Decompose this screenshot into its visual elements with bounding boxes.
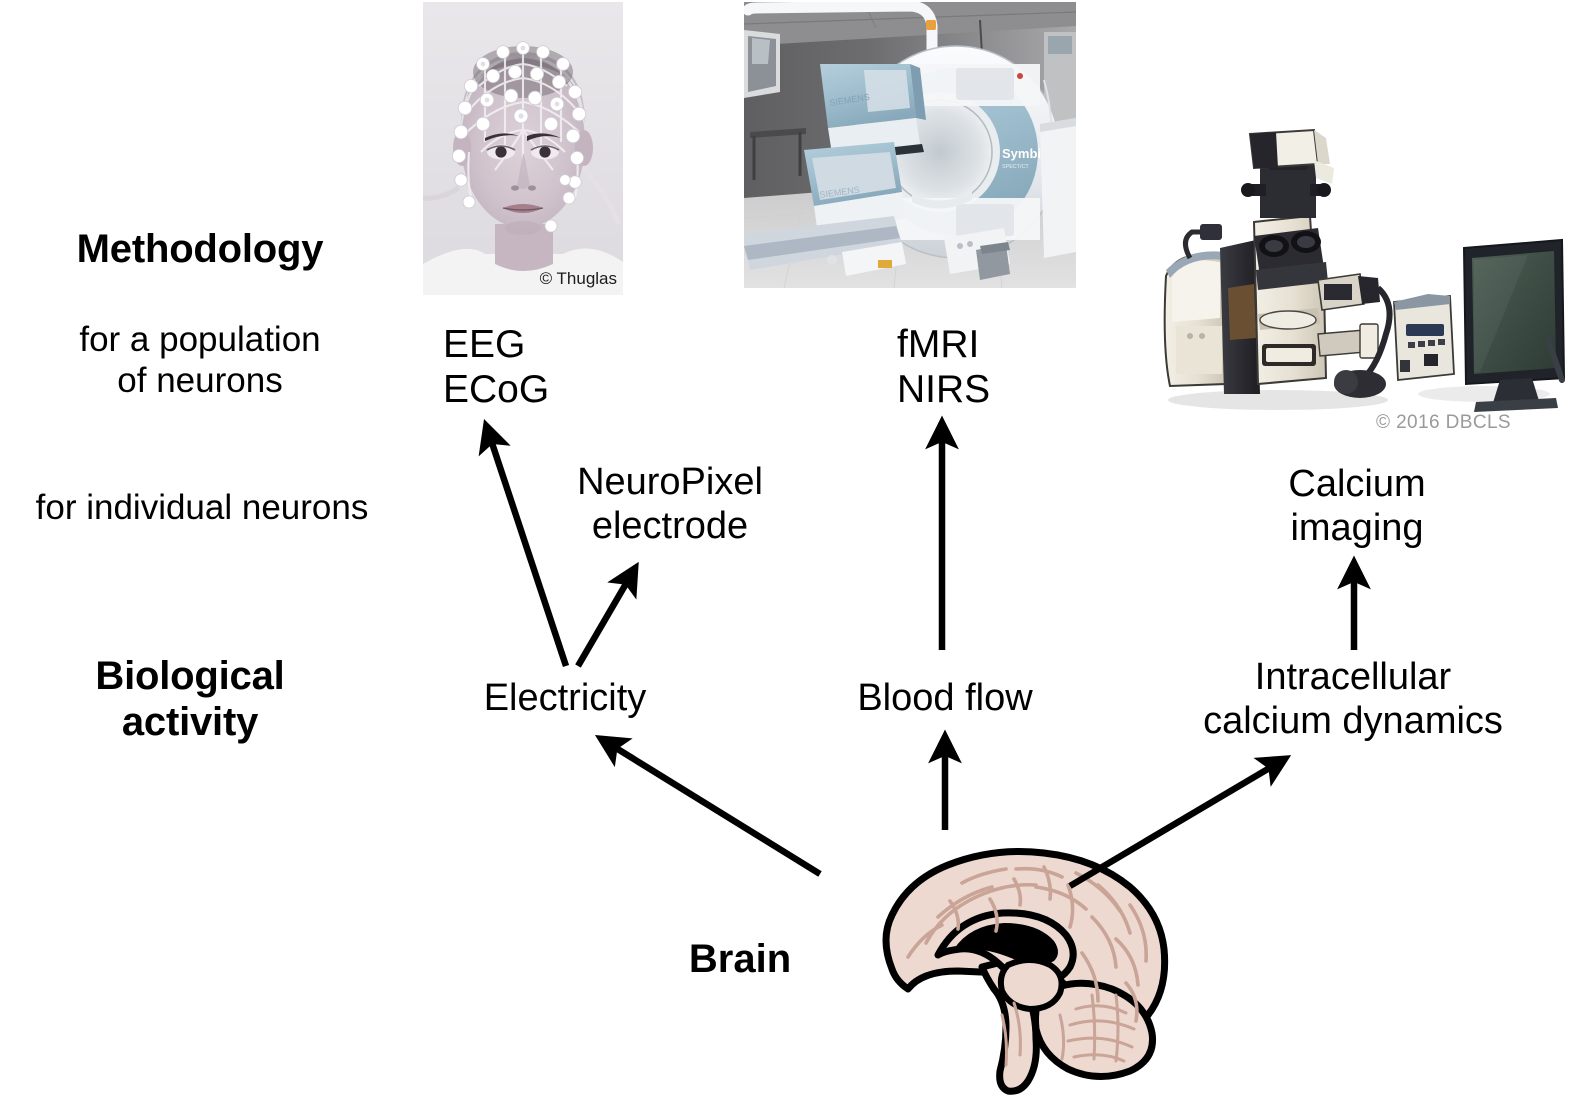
arrow-electricity-to-neuropixel xyxy=(575,561,639,668)
method-label-fmri-nirs: fMRI NIRS xyxy=(897,323,991,412)
method-label-calcium-imaging: Calcium imaging xyxy=(1288,463,1426,550)
svg-text:SPECT/CT: SPECT/CT xyxy=(1002,164,1029,170)
spect-ct-scanner-photo: Symbia SPECT/CT SIEMENS xyxy=(744,2,1076,288)
svg-text:Symbia: Symbia xyxy=(1002,146,1049,161)
eeg-photo-credit: © Thuglas xyxy=(539,269,617,288)
row-subtitle-individual: for individual neurons xyxy=(35,488,369,527)
confocal-microscope-illustration: © 2016 DBCLS TogoTV xyxy=(1128,128,1568,428)
activity-label-intracellular-calcium: Intracellular calcium dynamics xyxy=(1203,656,1503,743)
row-title-biological-activity: Biological activity xyxy=(95,654,285,745)
brain-illustration xyxy=(830,843,1250,1097)
row-title-methodology: Methodology xyxy=(76,227,324,271)
eeg-cap-subject-photo: © Thuglas xyxy=(423,2,623,295)
row-subtitle-population: for a population of neurons xyxy=(79,320,321,400)
arrow-brain-to-electricity xyxy=(594,735,822,877)
microscope-credit: © 2016 DBCLS TogoTV xyxy=(1376,412,1511,428)
source-label-brain: Brain xyxy=(688,937,792,981)
activity-label-electricity: Electricity xyxy=(483,677,647,719)
method-label-neuropixel: NeuroPixel electrode xyxy=(577,461,763,548)
method-label-eeg-ecog: EEG ECoG xyxy=(443,323,550,412)
activity-label-blood-flow: Blood flow xyxy=(857,677,1033,719)
